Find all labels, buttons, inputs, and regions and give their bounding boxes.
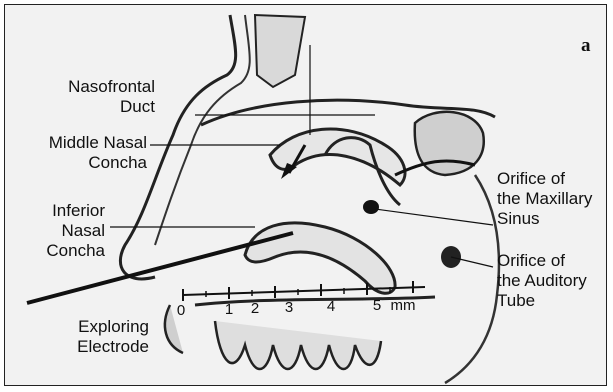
- scale-tick-1: 1: [225, 301, 233, 318]
- figure-frame: 0 1 2 3 4 5 mm a Nasofrontal Duct Middle…: [4, 4, 607, 386]
- inferior-concha: [245, 223, 395, 293]
- maxillary-orifice: [363, 200, 379, 214]
- middle-concha: [270, 129, 405, 185]
- label-inferior-nasal-concha: Inferior Nasal Concha: [15, 201, 105, 261]
- label-middle-nasal-concha: Middle Nasal Concha: [7, 133, 147, 173]
- scale-tick-0: 0: [177, 302, 185, 319]
- nasopharynx-wall: [445, 175, 499, 383]
- leader-maxillary: [375, 209, 493, 225]
- panel-label: a: [581, 35, 591, 57]
- scale-tick-3: 3: [285, 299, 293, 316]
- label-exploring-electrode: Exploring Electrode: [35, 317, 149, 357]
- scale-unit: mm: [391, 297, 416, 314]
- label-orifice-maxillary-sinus: Orifice of the Maxillary Sinus: [497, 169, 607, 229]
- scale-tick-5: 5: [373, 297, 381, 314]
- scale-tick-2: 2: [251, 300, 259, 317]
- label-orifice-auditory-tube: Orifice of the Auditory Tube: [497, 251, 607, 311]
- upper-teeth: [215, 321, 381, 369]
- frontal-sinus: [255, 15, 305, 87]
- label-nasofrontal-duct: Nasofrontal Duct: [35, 77, 155, 117]
- scale-tick-4: 4: [327, 298, 335, 315]
